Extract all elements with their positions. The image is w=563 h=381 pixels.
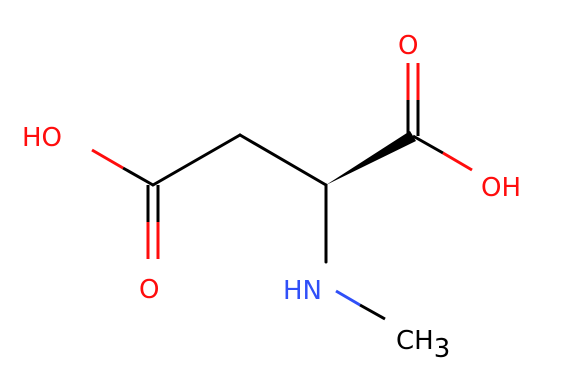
label-o-left: O xyxy=(139,275,159,305)
label-hn: HN xyxy=(283,276,322,306)
bond-c1-ch2 xyxy=(151,133,242,187)
wedge-bond-calpha-c4 xyxy=(326,131,416,185)
right-carbonyl-double-bond xyxy=(406,63,420,136)
label-ho-left: HO xyxy=(22,123,62,153)
label-oh-right: OH xyxy=(481,173,521,203)
n-methyl-bond xyxy=(335,289,386,321)
bond-ch2-calpha xyxy=(238,133,328,187)
left-hydroxyl-bond xyxy=(91,148,154,187)
label-ch3-subscript: 3 xyxy=(434,334,451,364)
label-o-top-right: O xyxy=(398,31,418,61)
left-carbonyl-double-bond xyxy=(146,185,160,259)
label-ch3-main: CH xyxy=(396,326,434,356)
right-hydroxyl-bond xyxy=(412,134,473,172)
carbon-bonds xyxy=(151,133,328,264)
label-ch3: CH3 xyxy=(396,326,450,364)
